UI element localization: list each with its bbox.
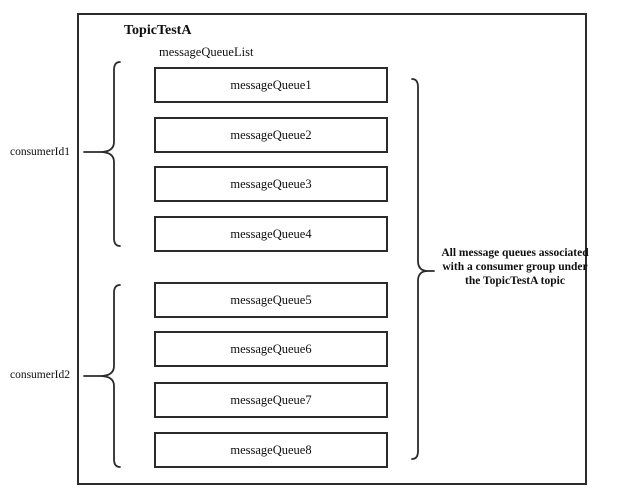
- queue-list-label: messageQueueList: [159, 45, 254, 59]
- consumer1-brace: [83, 61, 121, 247]
- annotation-text: All message queues associated with a con…: [433, 246, 597, 288]
- topic-title: TopicTestA: [124, 23, 192, 38]
- queue-box-1: messageQueue1: [154, 67, 388, 103]
- queue-box-2: messageQueue2: [154, 117, 388, 153]
- consumer2-label: consumerId2: [9, 369, 71, 381]
- consumer1-label: consumerId1: [9, 146, 71, 158]
- annotation-line: with a consumer group under: [442, 261, 588, 273]
- consumer2-brace: [83, 284, 121, 468]
- queue-box-8: messageQueue8: [154, 432, 388, 468]
- queue-label: messageQueue6: [230, 342, 312, 356]
- annotation-line: All message queues associated: [441, 247, 589, 259]
- annotation-line: the TopicTestA topic: [465, 275, 565, 287]
- all-queues-brace: [411, 78, 435, 460]
- queue-box-5: messageQueue5: [154, 282, 388, 318]
- queue-label: messageQueue2: [230, 128, 312, 142]
- queue-box-6: messageQueue6: [154, 331, 388, 367]
- queue-label: messageQueue7: [230, 393, 312, 407]
- queue-box-4: messageQueue4: [154, 216, 388, 252]
- queue-label: messageQueue1: [230, 78, 312, 92]
- queue-label: messageQueue8: [230, 443, 312, 457]
- queue-label: messageQueue4: [230, 227, 312, 241]
- queue-box-7: messageQueue7: [154, 382, 388, 418]
- queue-label: messageQueue5: [230, 293, 312, 307]
- queue-label: messageQueue3: [230, 177, 312, 191]
- queue-box-3: messageQueue3: [154, 166, 388, 202]
